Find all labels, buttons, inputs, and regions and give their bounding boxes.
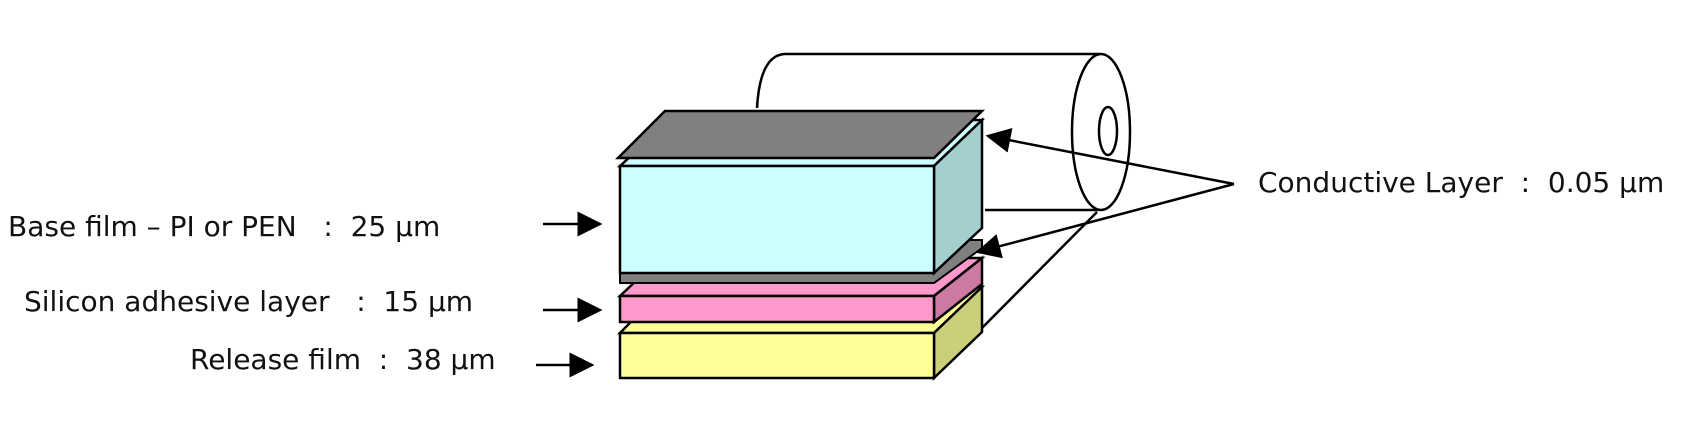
unwinding-film-edge	[979, 211, 1098, 331]
conductive-layer-label: Conductive Layer : 0.05 μm	[1258, 166, 1665, 199]
conductive-arrow-top	[985, 128, 1235, 186]
release-film-label: Release film : 38 μm	[190, 343, 496, 376]
base-film-front	[618, 164, 936, 275]
top-conductive-layer	[614, 109, 986, 160]
release-film-front	[618, 331, 936, 380]
roll-end-face	[1070, 52, 1132, 212]
conductive-arrows	[975, 128, 1235, 259]
adhesive-front	[618, 294, 936, 324]
top-conductive-surface	[614, 109, 986, 160]
film-roll	[755, 52, 1132, 331]
roll-core	[1097, 105, 1119, 157]
label-arrows	[536, 211, 603, 378]
conductive-arrow-bottom	[975, 182, 1235, 259]
silicon-adhesive-label: Silicon adhesive layer : 15 μm	[24, 285, 474, 318]
roll-body-outline	[755, 52, 1100, 109]
base-film-label: Base film – PI or PEN : 25 μm	[8, 210, 441, 243]
